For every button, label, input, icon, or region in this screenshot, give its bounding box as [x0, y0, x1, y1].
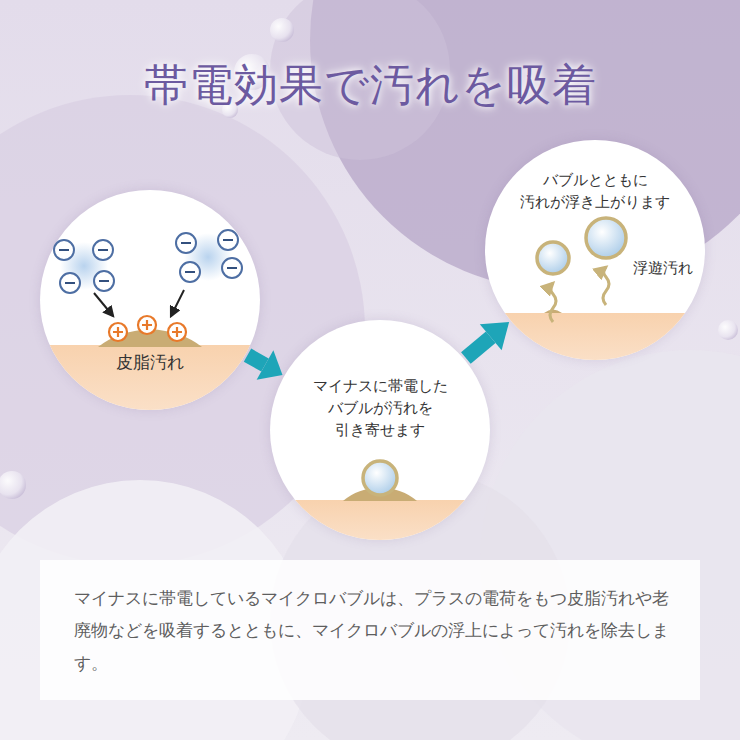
- arrow-head: [257, 350, 283, 380]
- attract-arrow: [94, 293, 113, 316]
- skin-layer: [480, 313, 720, 373]
- arrow-head: [480, 322, 509, 350]
- microbubble: [363, 461, 397, 495]
- skin-layer: [30, 345, 270, 425]
- title: 帯電効果で汚れを吸着: [0, 56, 740, 115]
- step-text: マイナスに帯電した バブルが汚れを 引き寄せます: [305, 376, 455, 441]
- dirt-label: 皮脂汚れ: [40, 350, 260, 375]
- microbubble: [537, 242, 569, 274]
- flow-arrow: [466, 322, 509, 358]
- arrow-shaft: [466, 337, 491, 358]
- attract-arrow: [171, 290, 184, 316]
- minus-charges: [54, 230, 242, 293]
- rise-trail: [550, 283, 556, 322]
- rise-trail: [603, 267, 609, 305]
- description-panel: マイナスに帯電しているマイクロバブルは、プラスの電荷をもつ皮脂汚れや老廃物などを…: [40, 560, 700, 700]
- plus-charges: [109, 316, 186, 341]
- step-text: バブルとともに 汚れが浮き上がります: [510, 170, 680, 214]
- arrow-shaft: [248, 355, 265, 365]
- skin-layer: [260, 500, 500, 550]
- description-text: マイナスに帯電しているマイクロバブルは、プラスの電荷をもつ皮脂汚れや老廃物などを…: [74, 582, 670, 679]
- microbubble: [586, 218, 626, 258]
- dirt-label: 浮遊汚れ: [633, 258, 699, 280]
- flow-arrow: [248, 350, 283, 380]
